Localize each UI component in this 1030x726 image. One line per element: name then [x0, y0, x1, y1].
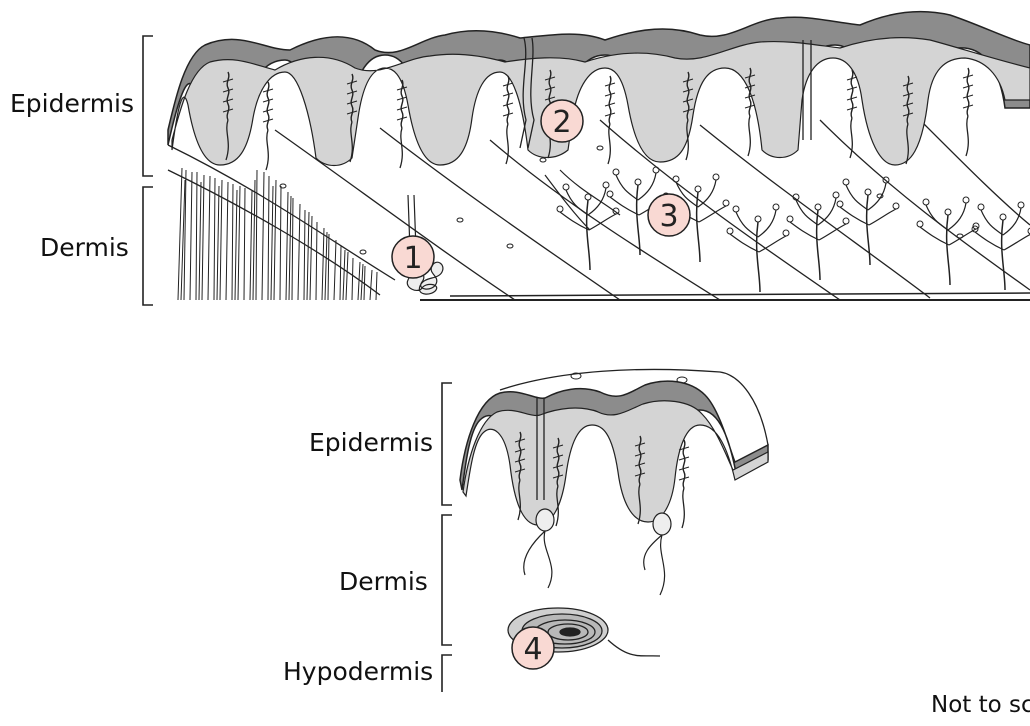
marker-3-label: 3 — [659, 199, 678, 234]
marker-3: 3 — [648, 194, 690, 236]
label-dermis-top: Dermis — [40, 235, 129, 260]
scale-note: Not to sc — [931, 694, 1030, 717]
epidermis-bracket-bottom — [442, 383, 452, 505]
label-epidermis-bottom: Epidermis — [309, 430, 433, 455]
marker-4-label: 4 — [523, 632, 542, 667]
top-diagram: 1 2 3 — [143, 12, 1030, 305]
bottom-diagram: 4 — [442, 369, 768, 692]
hypodermis-bracket — [442, 655, 452, 692]
epidermis-bracket-top — [143, 36, 153, 176]
inner-epidermis-bottom — [463, 401, 768, 525]
marker-4: 4 — [512, 627, 554, 669]
fiber-bundle — [178, 168, 377, 300]
dermis-bracket-top — [143, 187, 153, 305]
marker-1: 1 — [392, 236, 434, 278]
dermis-bracket-bottom — [442, 515, 452, 645]
marker-1-label: 1 — [403, 241, 422, 276]
label-hypodermis: Hypodermis — [283, 659, 433, 684]
marker-2: 2 — [541, 100, 583, 142]
nerve-branches — [545, 167, 1030, 292]
marker-2-label: 2 — [552, 105, 571, 140]
label-epidermis-top: Epidermis — [10, 91, 134, 116]
label-dermis-bottom: Dermis — [339, 569, 428, 594]
